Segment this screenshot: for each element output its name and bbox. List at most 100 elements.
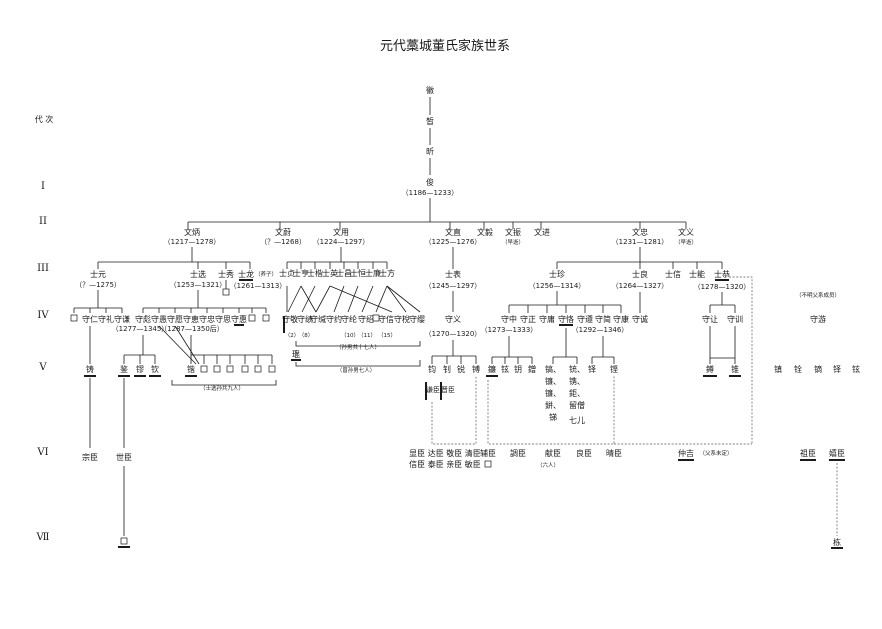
generation-header: 代 次: [35, 114, 54, 124]
dates-shigong: （1278—1320）: [694, 283, 751, 291]
person-shouzheng: 守正: [520, 314, 536, 324]
gen-label-3: III: [37, 263, 49, 274]
person-hao-chain-1: 镐、: [545, 364, 561, 374]
num-10: （10）: [341, 332, 359, 339]
unknown-son-box: [372, 314, 380, 322]
shouyi-grandsons-row1: 显臣 达臣 敬臣 清臣: [409, 448, 481, 458]
person-xuan: 铉: [501, 364, 509, 374]
unknown-son-box: [268, 365, 276, 373]
unknown-son-box: [200, 365, 208, 373]
person-shouyu: 守愚: [151, 314, 167, 324]
person-shouyi: 守义: [445, 314, 461, 324]
gen-label-2: II: [39, 216, 47, 227]
person-shichen: 世臣: [116, 452, 132, 462]
person-shouying: 守缨: [409, 314, 425, 324]
person-wenjin: 文进: [534, 227, 550, 237]
person-qier: 七儿: [569, 416, 585, 425]
unknown-son-box: [262, 314, 270, 322]
person-wenzhong: 文忠: [632, 227, 648, 237]
person-chong-chain-3: 鉅、: [569, 388, 585, 398]
zhongji-note: （父系未定）: [699, 449, 732, 457]
person-shilong: 士龙: [238, 269, 254, 279]
person-yue: 钥: [514, 364, 522, 374]
person-ceng: 鏳: [528, 364, 536, 374]
person-wenyong: 文用: [333, 227, 349, 237]
dates-shouyi: （1270—1320）: [425, 330, 482, 338]
dates-wenzhi: （1225—1276）: [425, 238, 482, 246]
person-shouzun: 守遵: [577, 314, 593, 324]
person-shixin: 士信: [665, 269, 681, 279]
person-chong-chain-2: 镌、: [569, 376, 585, 386]
person-di-u: 镝: [814, 364, 822, 374]
unknown-son-box: [254, 365, 262, 373]
dates-shoubiao: （1277—1345）: [112, 325, 169, 333]
dates-shilong: （1261—1313）: [230, 282, 287, 290]
person-wenbing: 文炳: [184, 227, 200, 237]
gen-label-5: V: [38, 362, 47, 373]
dates-shouzhong: （1273—1333）: [481, 326, 538, 334]
person-liuseng: 留僧: [569, 400, 585, 410]
person-zhui: 锥: [731, 364, 739, 374]
unknown-son-box: [213, 365, 221, 373]
person-shoulun: 守纶: [341, 314, 357, 324]
person-zhu: 铸: [86, 364, 94, 374]
chart-title: 元代藁城董氏家族世系: [380, 38, 510, 54]
person-shoujing: 守敬: [282, 314, 298, 324]
person-shoude: 守恵: [183, 314, 199, 324]
person-hao-chain-3: 镰、: [545, 388, 561, 398]
person-wenyi: 文毅: [477, 227, 493, 237]
founder-dates: （1186—1233）: [402, 189, 459, 197]
unknown-lineage-label: （不明父系成员）: [796, 291, 840, 299]
person-jian: 鉴: [120, 364, 128, 374]
person-shoubiao: 守彪: [135, 314, 151, 324]
person-shiyuan: 士元: [90, 269, 106, 279]
person-zhao: 钊: [443, 364, 451, 374]
unknown-son-box: [70, 314, 78, 322]
unknown-son-box: [241, 365, 249, 373]
note-wenzhen: （早逝）: [502, 238, 524, 246]
dates-shizhen: （1256—1314）: [529, 282, 586, 290]
person-shoushao: 守绍: [358, 314, 374, 324]
note-wenyi2: （早逝）: [675, 238, 697, 246]
son-shiying: 士英: [322, 268, 338, 278]
dates-shiyuan: （？—1275）: [75, 281, 121, 289]
person-hao-chain-4: 鉼、: [545, 400, 561, 410]
person-shigong: 士恭: [714, 269, 730, 279]
person-kai: 锴: [187, 364, 195, 374]
dates-wenyong: （1224—1297）: [313, 238, 370, 246]
person-shouzhong2: 守中: [501, 314, 517, 324]
unknown-son-box: [222, 288, 230, 296]
gen-label-6: VI: [36, 447, 48, 458]
person-wenwei: 文蔚: [275, 227, 291, 237]
person-shoujian: 守缄: [310, 314, 326, 324]
unknown-son-box: [120, 537, 128, 545]
dates-shibiao: （1245—1297）: [425, 282, 482, 290]
person-zhen-u: 镇: [774, 364, 782, 374]
person-hao-chain-5: 锑: [549, 412, 557, 422]
ancestor-xin: 昕: [426, 146, 434, 156]
note-shilong: （养子）: [255, 270, 277, 278]
son-shiheng: 士亨: [293, 268, 309, 278]
person-duo-u: 铎: [833, 364, 841, 374]
son-shizhen-yong: 士贞: [279, 268, 295, 278]
person-fuchen: 辅臣: [480, 448, 496, 458]
person-shibiao: 士表: [445, 269, 461, 279]
person-shouyong: 守庸: [539, 314, 555, 324]
num-15: （15）: [378, 332, 396, 339]
gen-label-1: I: [41, 181, 45, 192]
person-chong-chain-1: 铳、: [569, 364, 585, 374]
person-wenyi2: 文义: [678, 227, 694, 237]
unknown-son-box: [248, 314, 256, 322]
dates-shixuan: （1253—1321）: [170, 281, 227, 289]
person-zhuchen: 調臣: [510, 448, 526, 458]
dates-wenzhong: （1231—1281）: [612, 238, 669, 246]
dates-shiliang: （1264—1327）: [612, 282, 669, 290]
person-shouke: 守恪: [558, 314, 574, 324]
son-shikai: 士楷: [307, 268, 323, 278]
person-wenzhen: 文振: [505, 227, 521, 237]
person-shouqian: 守谦: [114, 314, 130, 324]
person-shouxun: 守训: [727, 314, 743, 324]
gen-label-4: IV: [37, 310, 49, 321]
person-shouyuan: 守愿: [167, 314, 183, 324]
